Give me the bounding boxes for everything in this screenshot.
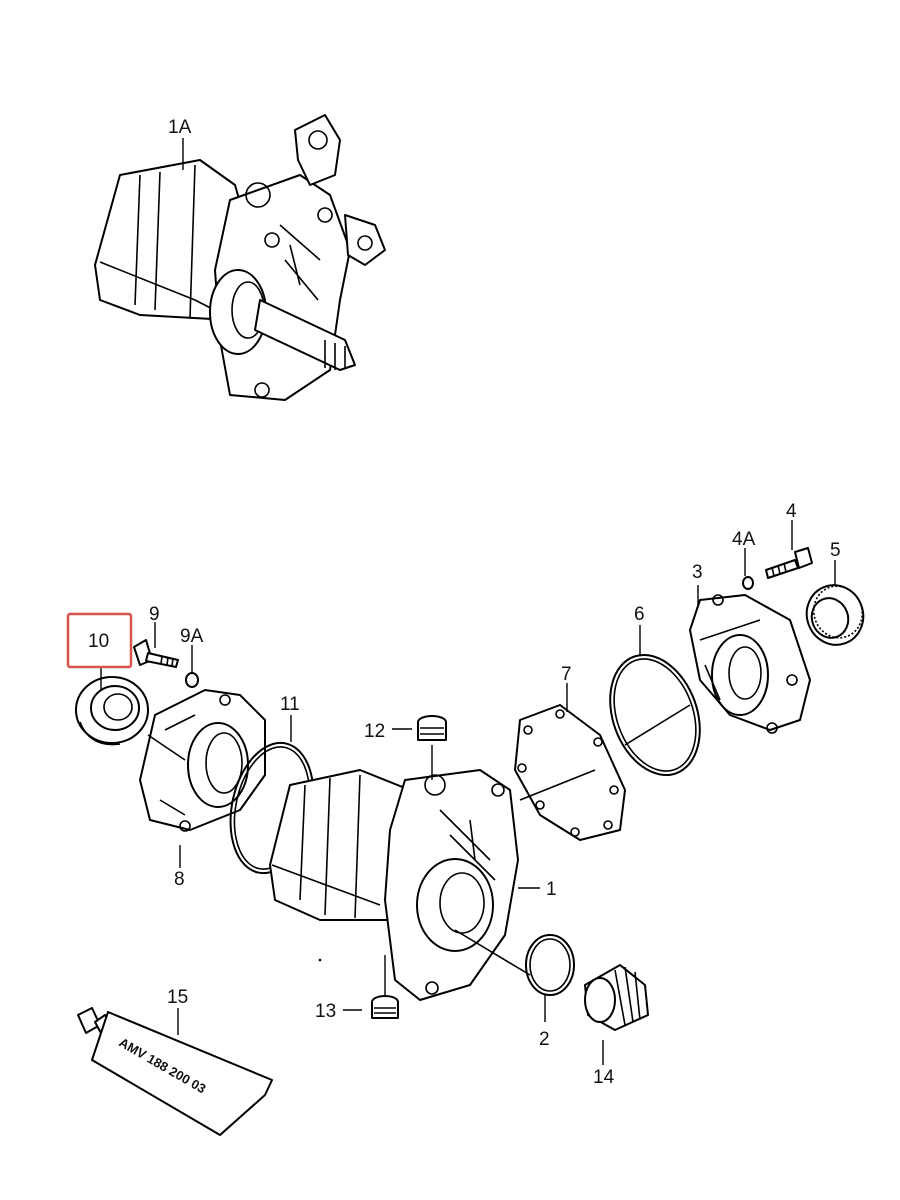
- label-8: 8: [174, 869, 185, 890]
- part-8-cover[interactable]: [139, 689, 266, 832]
- part-2-o-ring[interactable]: [525, 934, 575, 996]
- label-3: 3: [692, 562, 703, 583]
- label-5: 5: [830, 540, 841, 561]
- part-5-oil-seal[interactable]: [798, 577, 871, 653]
- label-11: 11: [280, 694, 300, 715]
- label-9A: 9A: [180, 626, 204, 647]
- label-15: 15: [167, 987, 188, 1008]
- label-4A: 4A: [732, 529, 756, 550]
- assembly-1A[interactable]: [94, 114, 386, 401]
- label-10: 10: [88, 631, 109, 652]
- part-15-sealant-tube[interactable]: AMV 188 200 03: [77, 1007, 273, 1136]
- part-9A-washer[interactable]: [185, 672, 199, 688]
- part-3-cover[interactable]: [689, 594, 811, 734]
- label-4: 4: [786, 501, 797, 522]
- label-2: 2: [539, 1029, 550, 1050]
- highlight-box-10: [66, 612, 133, 669]
- part-12-plug[interactable]: [417, 715, 447, 780]
- part-14-splined-sleeve[interactable]: [584, 964, 649, 1031]
- part-1-housing[interactable]: [269, 769, 531, 1001]
- part-13-plug[interactable]: [371, 955, 399, 1019]
- label-12: 12: [364, 721, 385, 742]
- label-9: 9: [149, 604, 160, 625]
- part-10-oil-seal[interactable]: [75, 676, 149, 746]
- part-7-gasket[interactable]: [514, 704, 626, 841]
- label-1A: 1A: [168, 117, 192, 138]
- label-1: 1: [546, 879, 557, 900]
- part-6-o-ring[interactable]: [594, 642, 715, 787]
- part-4-bolt[interactable]: [765, 547, 813, 579]
- label-13: 13: [315, 1001, 336, 1022]
- part-4A-washer[interactable]: [742, 576, 754, 590]
- label-14: 14: [593, 1067, 615, 1088]
- label-6: 6: [634, 604, 645, 625]
- stray-dot: [318, 958, 322, 962]
- label-7: 7: [561, 664, 572, 685]
- part-9-bolt[interactable]: [133, 639, 179, 668]
